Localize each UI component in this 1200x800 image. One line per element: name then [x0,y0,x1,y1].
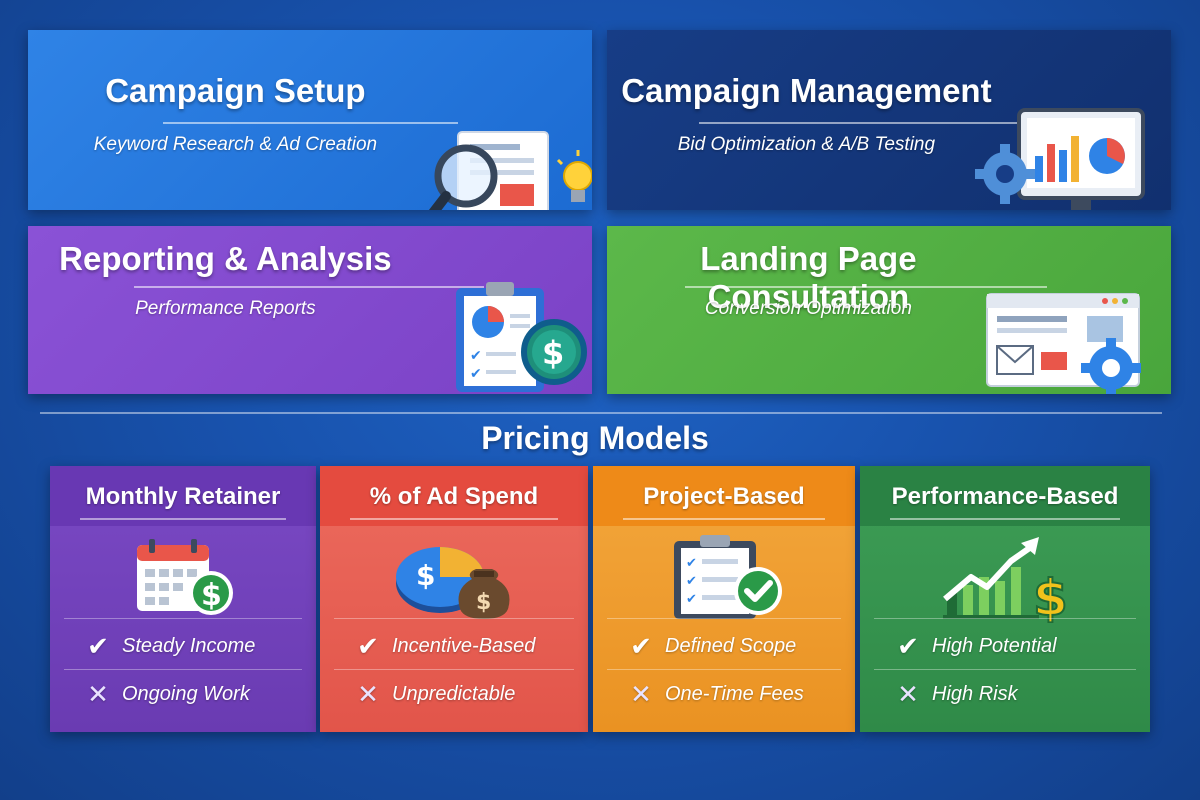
pro-row: ✔ Defined Scope [607,624,841,668]
row-divider [64,618,302,619]
pricing-card-title: % of Ad Spend [320,466,588,526]
row-divider [607,669,841,670]
title-divider [890,518,1120,520]
clipboard-checkmark-icon: ✔ ✔ ✔ [593,532,855,624]
section-divider [40,412,1162,414]
svg-text:$: $ [201,578,222,613]
con-label: High Risk [932,682,1018,705]
svg-text:✔: ✔ [470,366,482,382]
pro-row: ✔ High Potential [874,624,1136,668]
service-title: Campaign Setup [105,72,366,109]
svg-text:✔: ✔ [686,556,697,571]
title-divider [350,518,558,520]
row-divider [334,618,574,619]
service-title: Campaign Management [621,72,992,109]
pro-row: ✔ Steady Income [64,624,302,668]
con-row: ✕ One-Time Fees [607,672,841,716]
title-divider [685,286,1047,288]
title-divider [80,518,286,520]
cross-icon: ✕ [630,678,652,709]
pricing-section-title: Pricing Models [481,420,709,456]
pricing-card-monthly-retainer: Monthly Retainer $ ✔ Steady Income ✕ Ong… [50,466,316,732]
svg-text:✔: ✔ [686,574,697,589]
pro-row: ✔ Incentive-Based [334,624,574,668]
con-row: ✕ Ongoing Work [64,672,302,716]
service-card-reporting: Reporting & Analysis Performance Reports… [28,226,592,394]
service-title: Landing Page Consultation [700,240,917,315]
service-card-campaign-setup: Campaign Setup Keyword Research & Ad Cre… [28,30,592,210]
svg-text:$: $ [476,590,491,615]
pricing-card-title: Project-Based [593,466,855,526]
service-subtitle: Bid Optimization & A/B Testing [677,134,936,155]
monitor-chart-gear-icon [975,106,1171,210]
title-divider [699,122,1051,124]
svg-text:✔: ✔ [470,348,482,364]
pro-label: High Potential [932,634,1057,657]
clipboard-pie-dollar-icon: ✔ ✔ $ [448,278,592,394]
service-title: Reporting & Analysis [59,240,392,277]
checkmark-icon: ✔ [87,630,109,661]
con-row: ✕ High Risk [874,672,1136,716]
row-divider [874,618,1136,619]
browser-window-gear-icon [983,290,1153,394]
row-divider [64,669,302,670]
pricing-card-percent-ad-spend: % of Ad Spend $ $ ✔ Incentive-Based ✕ Un… [320,466,588,732]
pricing-card-title: Performance-Based [860,466,1150,526]
calendar-dollar-icon: $ [50,532,316,624]
title-divider [163,122,458,124]
con-label: Unpredictable [392,682,516,705]
pie-chart-money-bag-icon: $ $ [320,532,588,624]
svg-text:✔: ✔ [686,592,697,607]
con-row: ✕ Unpredictable [334,672,574,716]
checkmark-icon: ✔ [630,630,652,661]
row-divider [334,669,574,670]
title-divider [623,518,825,520]
pro-label: Incentive-Based [392,634,536,657]
checkmark-icon: ✔ [897,630,919,661]
svg-text:$: $ [1033,569,1068,623]
title-divider [134,286,484,288]
row-divider [874,669,1136,670]
service-card-campaign-management: Campaign Management Bid Optimization & A… [607,30,1171,210]
pricing-card-performance-based: Performance-Based $ ✔ High Potential ✕ H… [860,466,1150,732]
cross-icon: ✕ [357,678,379,709]
pro-label: Defined Scope [665,634,797,657]
con-label: Ongoing Work [122,682,250,705]
cross-icon: ✕ [87,678,109,709]
service-subtitle: Performance Reports [135,298,316,319]
pricing-card-title: Monthly Retainer [50,466,316,526]
pricing-card-project-based: Project-Based ✔ ✔ ✔ ✔ Defined Scope ✕ One-… [593,466,855,732]
service-subtitle: Conversion Optimization [704,298,912,319]
service-subtitle: Keyword Research & Ad Creation [93,134,378,155]
cross-icon: ✕ [897,678,919,709]
checkmark-icon: ✔ [357,630,379,661]
growth-chart-dollar-icon: $ [860,532,1150,624]
svg-text:$: $ [416,559,435,592]
svg-text:$: $ [542,334,564,372]
con-label: One-Time Fees [665,682,804,705]
magnifier-document-lightbulb-icon [418,118,592,210]
row-divider [607,618,841,619]
pro-label: Steady Income [122,634,256,657]
service-card-landing-page: Landing Page Consultation Conversion Opt… [607,226,1171,394]
